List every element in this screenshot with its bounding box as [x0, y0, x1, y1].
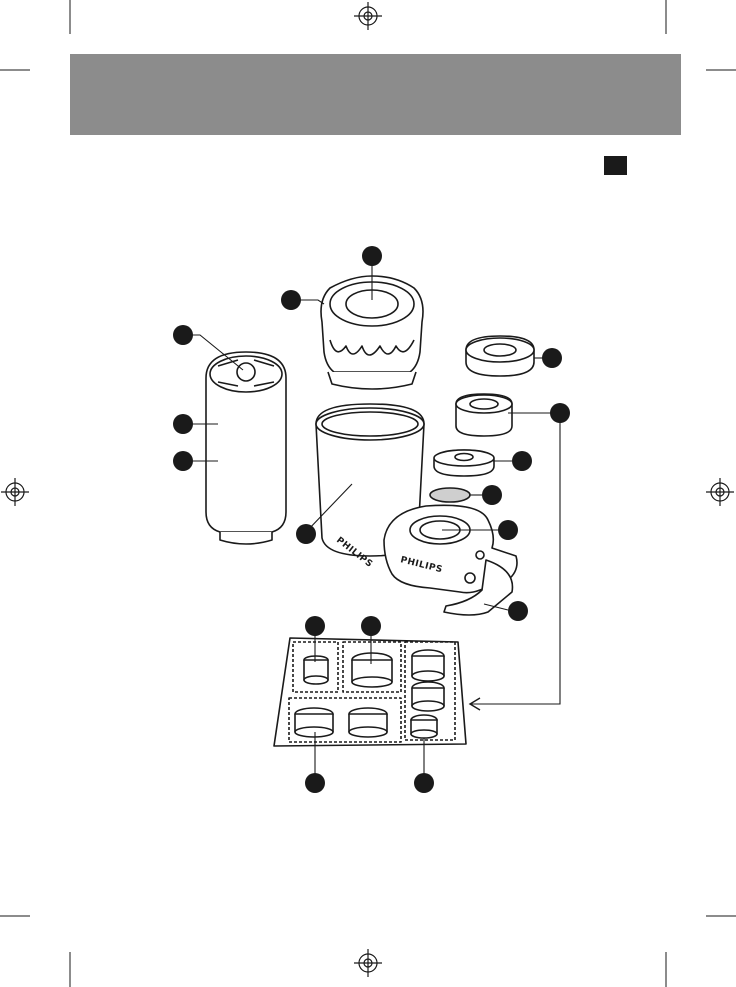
callout-top-cap: [362, 246, 382, 266]
callout-adapter-b: [361, 616, 381, 636]
washer: [434, 450, 494, 476]
registration-mark-right: [706, 478, 734, 506]
callout-adapter: [550, 403, 570, 423]
callout-lever: [508, 601, 528, 621]
mesh-screen: [430, 488, 470, 502]
callout-mesh: [482, 485, 502, 505]
adapter-item: [411, 715, 437, 738]
callout-cap-side: [281, 290, 301, 310]
registration-mark-top: [354, 2, 382, 30]
adapter-item: [412, 650, 444, 681]
registration-mark-bottom: [354, 949, 382, 977]
callout-filter-top: [173, 325, 193, 345]
adapter-item: [352, 653, 392, 687]
callout-filter-mid: [173, 414, 193, 434]
adapter-part: [456, 394, 512, 436]
callout-adapter-d: [414, 773, 434, 793]
adapter-item: [349, 708, 387, 737]
ring-nut: [466, 336, 534, 376]
callout-ring-nut: [542, 348, 562, 368]
adapter-item: [304, 656, 328, 684]
adapter-item: [412, 682, 444, 711]
adapter-item: [295, 708, 333, 737]
callout-adapter-a: [305, 616, 325, 636]
callout-filter-low: [173, 451, 193, 471]
adapter-sheet: [274, 638, 466, 746]
callout-housing: [296, 524, 316, 544]
registration-mark-left: [1, 478, 29, 506]
callout-base: [498, 520, 518, 540]
callout-adapter-c: [305, 773, 325, 793]
filter-cartridge: [206, 352, 286, 544]
callout-washer: [512, 451, 532, 471]
